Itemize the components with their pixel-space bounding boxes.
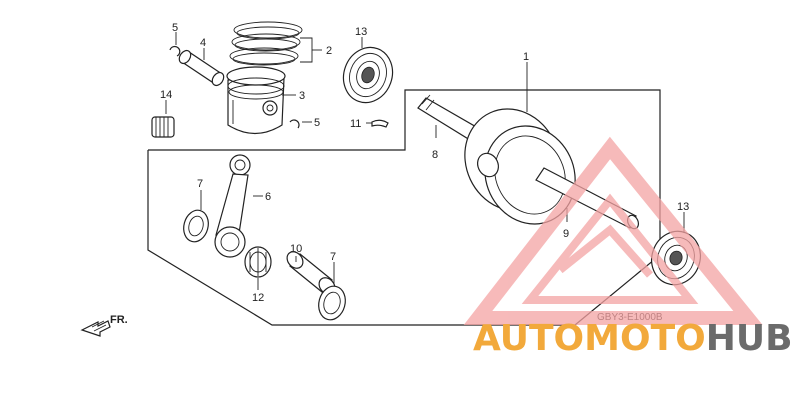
oil-seal-left <box>183 209 209 243</box>
callout-11: 11 <box>350 118 361 130</box>
piston-rings <box>229 21 303 66</box>
pin-clip-lower <box>289 119 300 129</box>
callout-8: 8 <box>432 149 438 161</box>
callout-7-upper: 7 <box>197 178 203 190</box>
callout-13-right: 13 <box>677 201 689 213</box>
front-direction-label: FR. <box>110 314 128 326</box>
piston <box>226 66 286 135</box>
watermark-triangle-logo <box>463 136 763 325</box>
callout-13-upper: 13 <box>355 26 367 38</box>
callout-3: 3 <box>299 90 305 102</box>
watermark-text: AUTOMOTOHUB <box>473 318 793 359</box>
needle-bearing-small-end <box>151 116 175 138</box>
watermark-text-orange: AUTOMOTO <box>473 318 706 359</box>
callout-4: 4 <box>200 37 206 49</box>
crankshaft <box>417 94 640 230</box>
watermark-text-gray: HUB <box>706 318 793 359</box>
callout-7-lower: 7 <box>330 251 336 263</box>
callout-2: 2 <box>326 45 332 57</box>
pin-clip-upper <box>169 46 181 57</box>
needle-bearing-big-end <box>244 246 272 278</box>
woodruff-key <box>371 119 389 128</box>
callout-6: 6 <box>265 191 271 203</box>
oil-seal-right <box>318 285 346 321</box>
callout-5-lower: 5 <box>314 117 320 129</box>
callout-14: 14 <box>160 89 172 101</box>
callout-5-upper: 5 <box>172 22 178 34</box>
main-bearing-upper <box>342 46 394 104</box>
piston-pin <box>178 49 225 87</box>
callout-9: 9 <box>563 228 569 240</box>
callout-10: 10 <box>290 243 302 255</box>
front-direction-arrow <box>80 320 111 337</box>
connecting-rod <box>214 154 251 258</box>
callout-1: 1 <box>523 51 529 63</box>
callout-12: 12 <box>252 292 264 304</box>
